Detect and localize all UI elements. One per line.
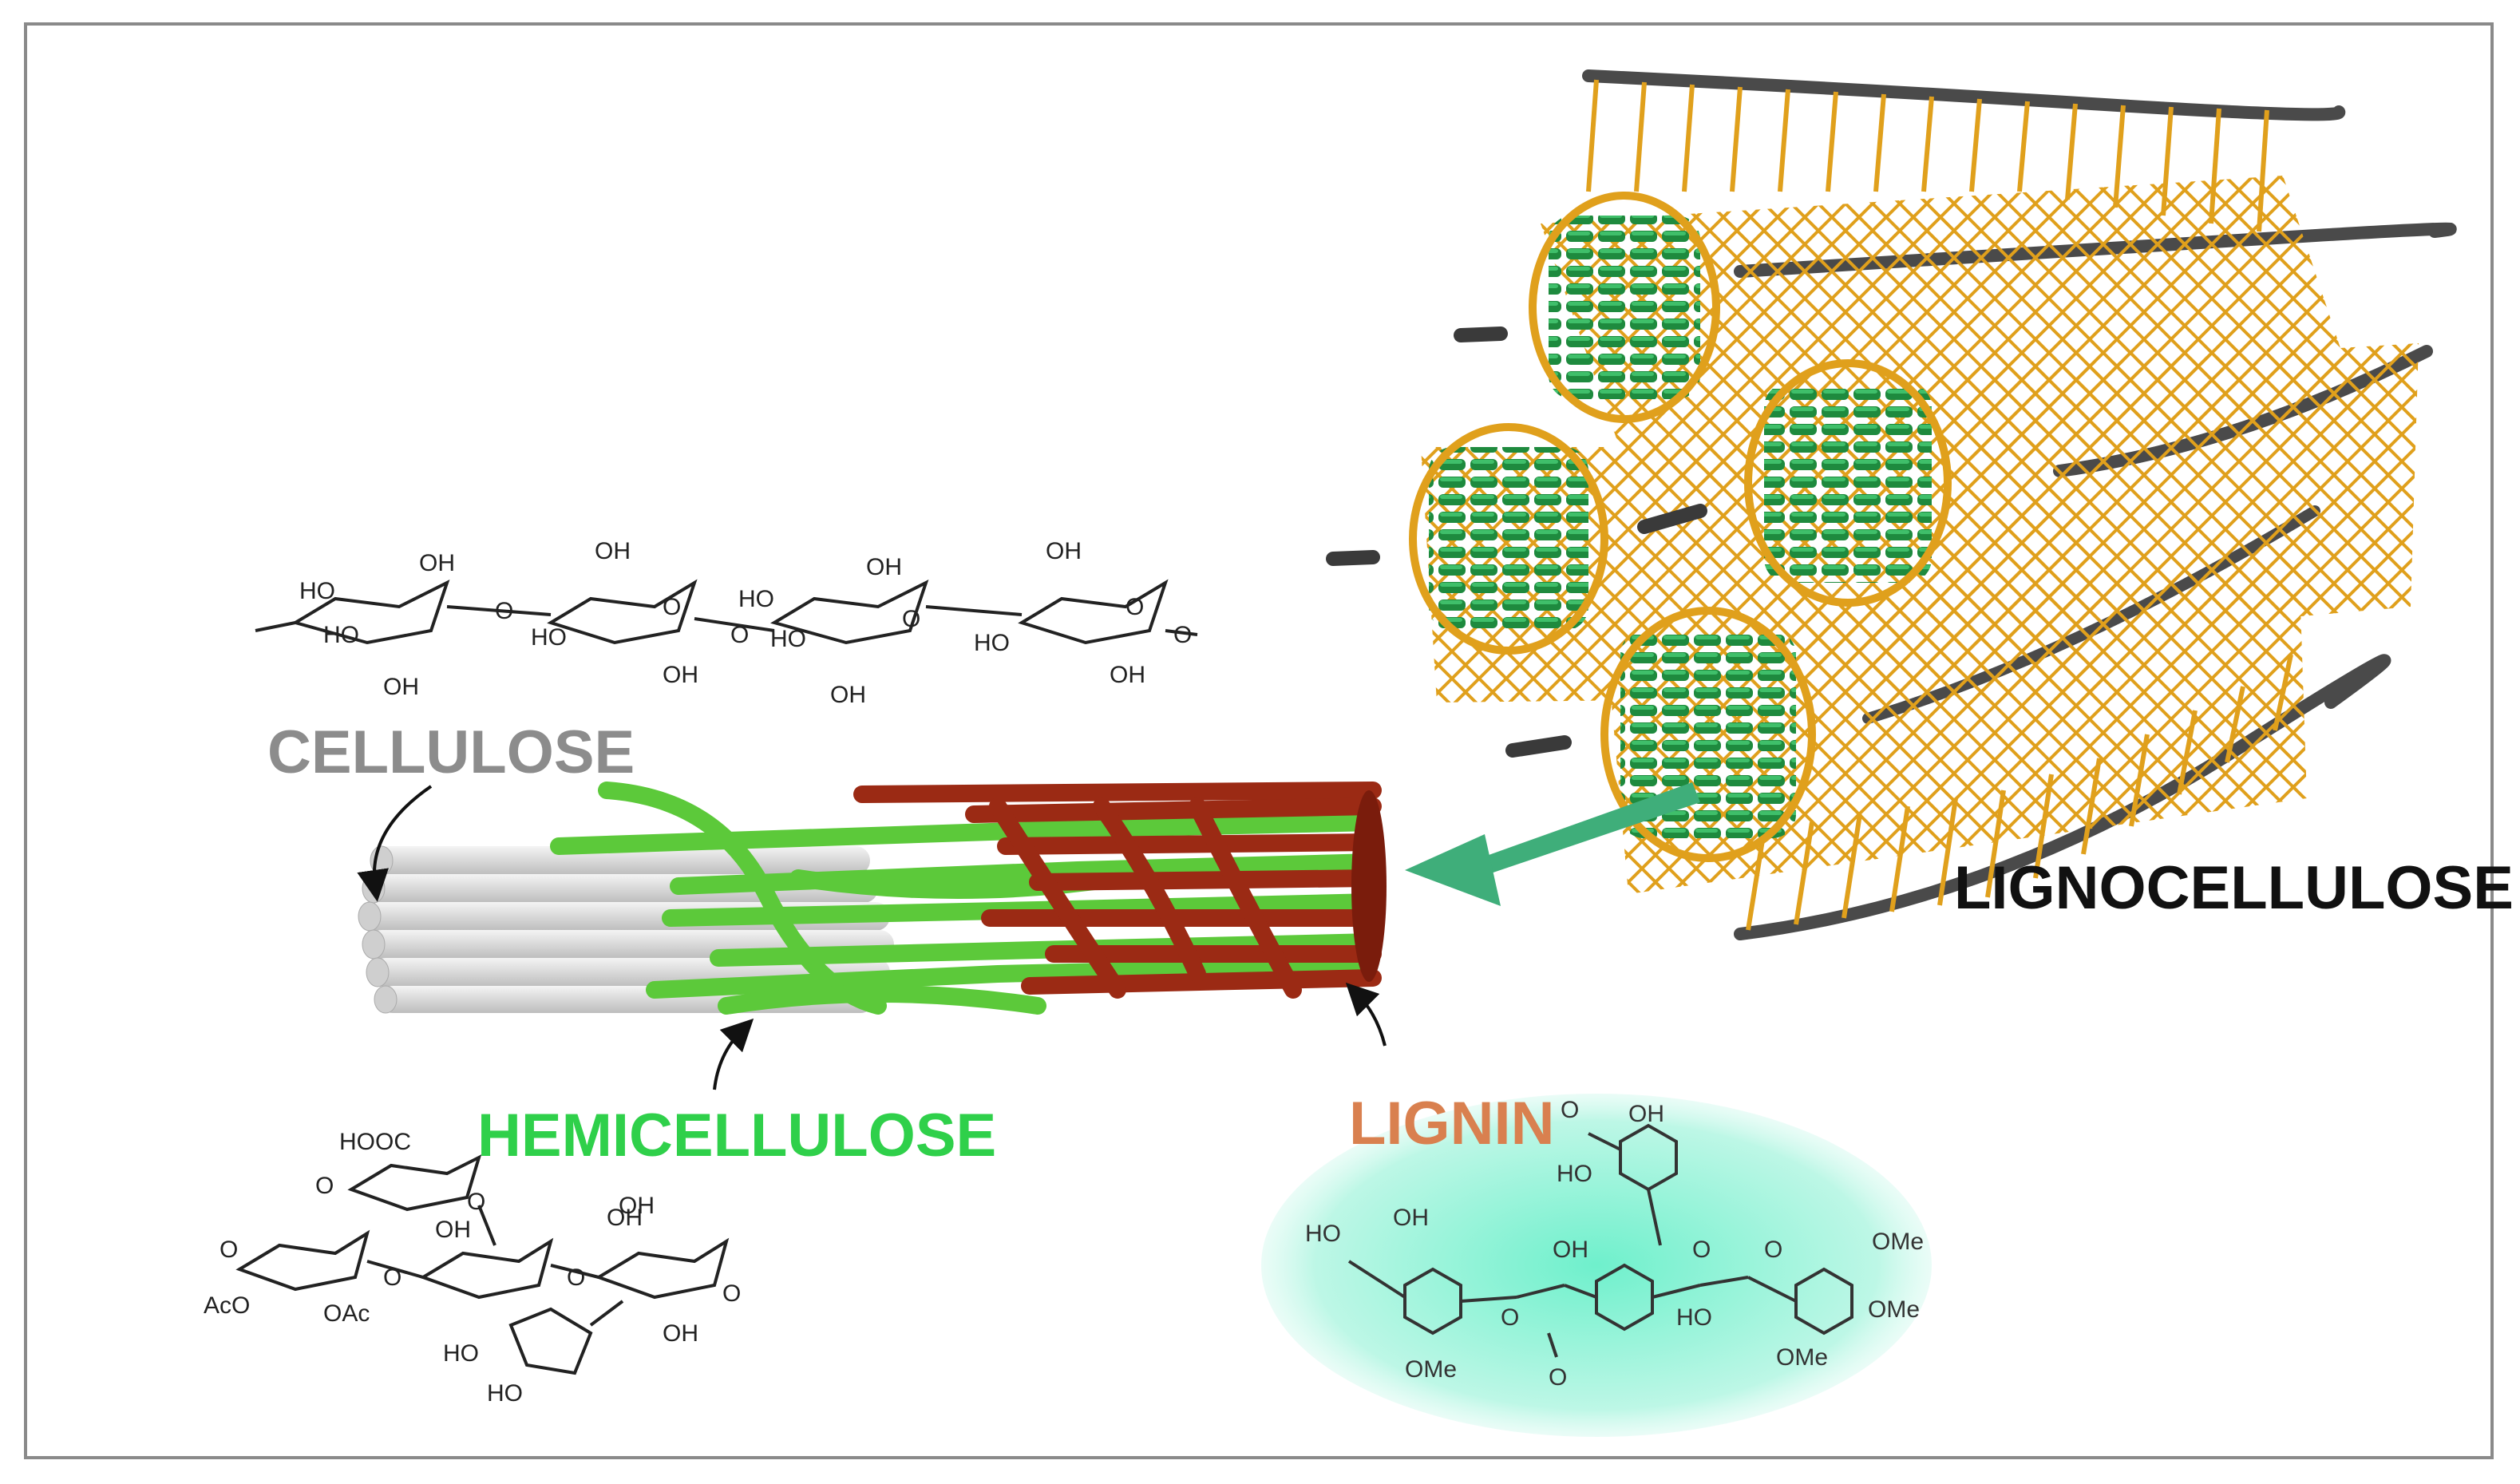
svg-text:O: O	[1764, 1237, 1782, 1263]
svg-text:OMe: OMe	[1405, 1356, 1457, 1383]
svg-text:OH: OH	[383, 674, 419, 700]
svg-text:OH: OH	[866, 554, 902, 580]
svg-text:OH: OH	[419, 550, 455, 576]
svg-text:HO: HO	[738, 586, 774, 612]
cellulose-groups: HO OH HO OH O OH HO O OH HO HO OH O OH O…	[299, 538, 1192, 708]
svg-text:O: O	[467, 1189, 485, 1215]
svg-text:HO: HO	[487, 1380, 523, 1407]
svg-text:OMe: OMe	[1868, 1296, 1920, 1323]
svg-text:HO: HO	[1305, 1221, 1341, 1247]
svg-text:HO: HO	[1676, 1304, 1712, 1331]
svg-text:O: O	[315, 1173, 334, 1199]
lignocellulose-label: LIGNOCELLULOSE	[1954, 854, 2514, 922]
svg-text:O: O	[722, 1280, 741, 1307]
svg-text:O: O	[1125, 594, 1144, 620]
lignin-groups: OH O HO HO OH OH O O OMe O HO OMe O OMe …	[1305, 1097, 1924, 1391]
svg-text:OH: OH	[619, 1193, 655, 1219]
svg-text:OH: OH	[663, 1320, 698, 1347]
svg-text:OH: OH	[435, 1217, 471, 1243]
svg-text:O: O	[1561, 1097, 1579, 1123]
svg-text:OH: OH	[830, 682, 866, 708]
svg-text:O: O	[663, 594, 681, 620]
hemicellulose-label: HEMICELLULOSE	[477, 1102, 997, 1169]
svg-text:O: O	[1173, 622, 1192, 648]
svg-text:HO: HO	[323, 622, 359, 648]
svg-text:OAc: OAc	[323, 1300, 370, 1327]
cellulose-label: CELLULOSE	[267, 718, 635, 786]
hemicellulose-structure	[235, 1154, 730, 1375]
lignin-structure	[1347, 1123, 1853, 1358]
svg-text:O: O	[1692, 1237, 1711, 1263]
svg-text:HO: HO	[443, 1340, 479, 1367]
svg-text:OMe: OMe	[1872, 1229, 1924, 1255]
zoom-arrow	[1405, 782, 1700, 906]
svg-text:AcO: AcO	[204, 1292, 250, 1319]
svg-text:OH: OH	[1628, 1101, 1664, 1127]
svg-text:O: O	[383, 1264, 402, 1291]
microfibril-bundle	[358, 782, 1387, 1015]
pointer-arrows	[357, 785, 1387, 1090]
svg-text:O: O	[495, 598, 513, 624]
svg-text:O: O	[730, 622, 749, 648]
svg-text:OH: OH	[1046, 538, 1082, 564]
svg-text:OH: OH	[1393, 1205, 1429, 1231]
svg-text:O: O	[567, 1264, 585, 1291]
svg-text:OH: OH	[1553, 1237, 1588, 1263]
svg-text:O: O	[220, 1237, 238, 1263]
svg-text:OH: OH	[663, 662, 698, 688]
svg-text:HOOC: HOOC	[339, 1129, 411, 1155]
svg-text:HO: HO	[299, 578, 335, 604]
svg-text:HO: HO	[770, 626, 806, 652]
svg-text:O: O	[902, 606, 920, 632]
lignin-label: LIGNIN	[1349, 1090, 1555, 1158]
hemicellulose-groups: HOOC O OH O O AcO OAc O OH O O OH HO HO …	[204, 1129, 741, 1407]
svg-text:HO: HO	[974, 630, 1010, 656]
svg-text:HO: HO	[531, 624, 567, 651]
svg-text:OH: OH	[1110, 662, 1145, 688]
svg-text:OH: OH	[607, 1205, 643, 1231]
lignin-highlight-blob	[1261, 1094, 1932, 1437]
svg-text:O: O	[1549, 1364, 1567, 1391]
svg-text:OH: OH	[595, 538, 631, 564]
svg-text:HO: HO	[1557, 1161, 1592, 1187]
lignocellulose-model	[1326, 69, 2457, 940]
svg-text:O: O	[1501, 1304, 1519, 1331]
cellulose-structure	[255, 579, 1198, 645]
svg-text:OMe: OMe	[1776, 1344, 1828, 1371]
